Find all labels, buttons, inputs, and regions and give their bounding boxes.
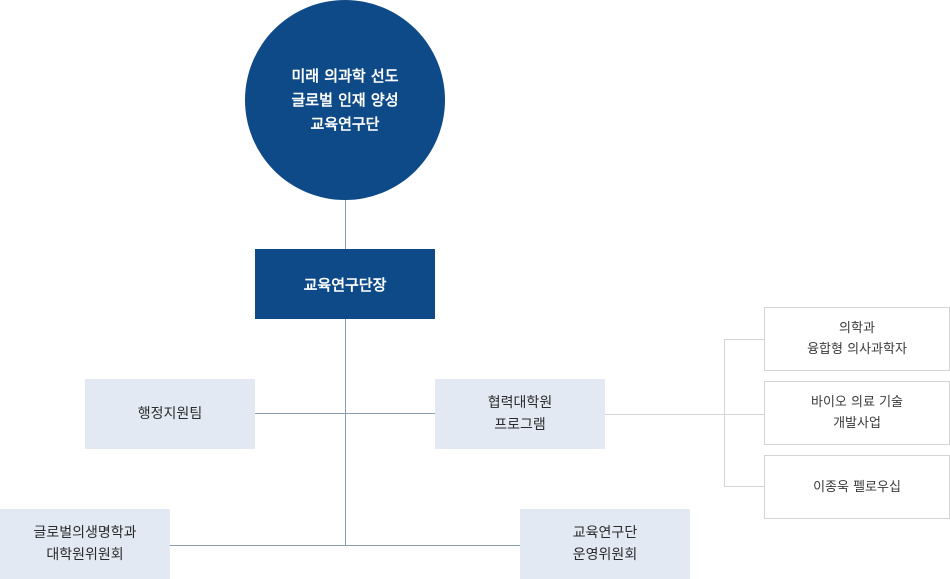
admin-team-node: 행정지원팀 [85,379,255,449]
center-line-1: 미래 의과학 선도 [291,67,399,85]
program-1-line-2: 융합형 의사과학자 [807,342,907,357]
cooperation-program-node: 협력대학원 프로그램 [435,379,605,449]
program-node-fellowship: 이종욱 펠로우십 [764,455,950,519]
program-1-line-1: 의학과 [839,321,875,336]
program-2-line-1: 바이오 의료 기술 [811,395,903,410]
admin-team-label: 행정지원팀 [137,406,203,422]
program-3-line-1: 이종욱 펠로우십 [813,479,901,495]
graduate-committee-line-1: 글로벌의생명학과 [33,525,137,541]
center-line-3: 교육연구단 [310,115,380,133]
center-line-2: 글로벌 인재 양성 [291,91,399,109]
graduate-committee-node: 글로벌의생명학과 대학원위원회 [0,509,170,579]
director-label: 교육연구단장 [303,275,387,294]
steering-committee-line-1: 교육연구단 [572,525,638,541]
director-node: 교육연구단장 [255,249,435,319]
program-node-biomedical-tech: 바이오 의료 기술 개발사업 [764,381,950,445]
program-node-physician-scientist: 의학과 융합형 의사과학자 [764,307,950,371]
graduate-committee-line-2: 대학원위원회 [46,547,124,563]
steering-committee-line-2: 운영위원회 [572,547,638,563]
cooperation-line-2: 프로그램 [494,417,546,433]
program-2-line-2: 개발사업 [833,416,881,431]
steering-committee-node: 교육연구단 운영위원회 [520,509,690,579]
cooperation-line-1: 협력대학원 [487,395,553,411]
center-node: 미래 의과학 선도 글로벌 인재 양성 교육연구단 [245,0,445,200]
